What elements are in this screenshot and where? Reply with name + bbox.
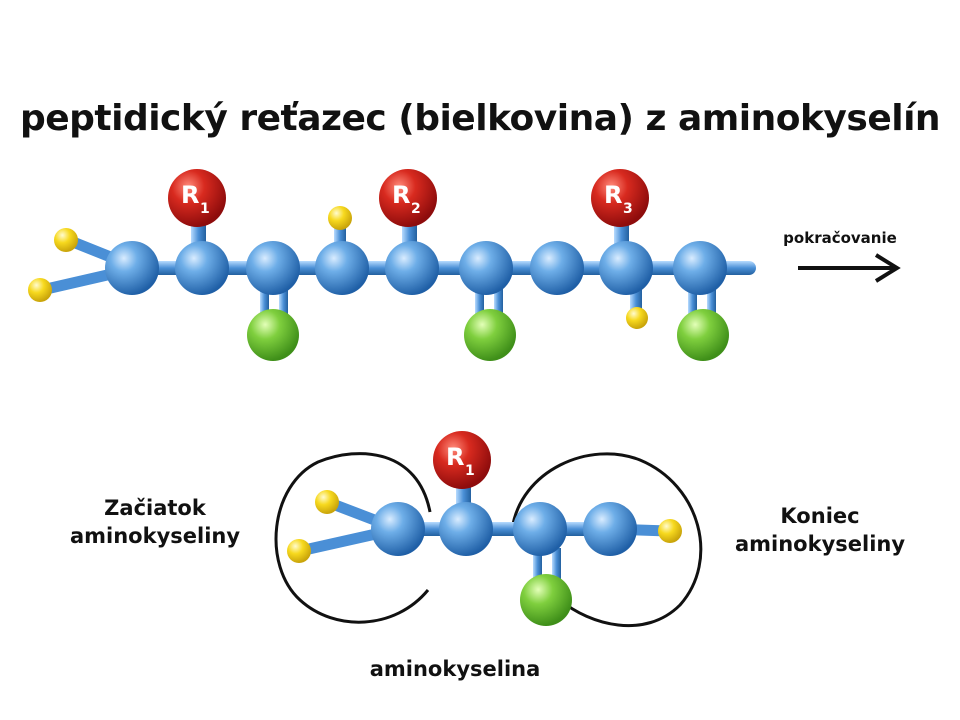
backbone-atom xyxy=(175,241,229,295)
hydrogen-atom xyxy=(28,278,52,302)
double-bond xyxy=(494,285,503,325)
side-group-r3: R 3 xyxy=(591,169,649,227)
end-of-amino-acid-label: Koniec aminokyseliny xyxy=(705,503,935,558)
end-label-line-2: aminokyseliny xyxy=(734,531,906,556)
backbone-atom xyxy=(315,241,369,295)
r2-letter: R xyxy=(392,181,410,209)
single-r-index: 1 xyxy=(465,463,475,479)
r3-letter: R xyxy=(604,181,622,209)
r1-letter: R xyxy=(181,181,199,209)
single-r-letter: R xyxy=(446,443,464,471)
side-group-r1-single: R 1 xyxy=(433,431,491,489)
double-bond xyxy=(475,285,484,325)
r1-index: 1 xyxy=(200,201,210,217)
oxygen-atom xyxy=(247,309,299,361)
amino-acid-label: aminokyselina xyxy=(369,657,541,681)
hydrogen-atom xyxy=(54,228,78,252)
oxygen-atom xyxy=(520,574,572,626)
side-group-r1: R 1 xyxy=(168,169,226,227)
hydrogen-atom xyxy=(626,307,648,329)
backbone-atom xyxy=(385,241,439,295)
double-bond xyxy=(279,285,288,325)
peptide-chain: R 1 R 2 R 3 xyxy=(28,169,756,361)
start-label-line-1: Začiatok xyxy=(104,496,206,520)
double-bond xyxy=(533,548,542,588)
single-amino-acid: R 1 xyxy=(274,431,703,627)
hydrogen-atom xyxy=(287,539,311,563)
oxygen-atom xyxy=(464,309,516,361)
end-enclosure-arc xyxy=(510,452,703,627)
r3-index: 3 xyxy=(623,201,633,217)
page-title: peptidický reťazec (bielkovina) z aminok… xyxy=(19,98,941,139)
start-label-line-2: aminokyseliny xyxy=(69,523,241,548)
double-bond xyxy=(688,285,697,325)
continuation-arrow-icon xyxy=(798,253,901,283)
hydrogen-atom xyxy=(658,519,682,543)
backbone-atom xyxy=(105,241,159,295)
r2-index: 2 xyxy=(411,201,421,217)
end-label-line-1: Koniec xyxy=(780,504,860,528)
hydrogen-atom xyxy=(328,206,352,230)
double-bond xyxy=(552,548,561,588)
double-bond xyxy=(707,285,716,325)
start-of-amino-acid-label: Začiatok aminokyseliny xyxy=(40,495,270,550)
backbone-atom xyxy=(673,241,727,295)
backbone-atom xyxy=(583,502,637,556)
continuation-label: pokračovanie xyxy=(783,229,897,247)
backbone-atom xyxy=(599,241,653,295)
oxygen-atom xyxy=(677,309,729,361)
start-enclosure-arc xyxy=(274,452,432,624)
backbone-atom xyxy=(439,502,493,556)
side-group-r2: R 2 xyxy=(379,169,437,227)
backbone-atom xyxy=(459,241,513,295)
hydrogen-atom xyxy=(315,490,339,514)
backbone-atom xyxy=(246,241,300,295)
backbone-atom xyxy=(530,241,584,295)
backbone-atom xyxy=(371,502,425,556)
backbone-atom xyxy=(513,502,567,556)
double-bond xyxy=(260,285,269,325)
